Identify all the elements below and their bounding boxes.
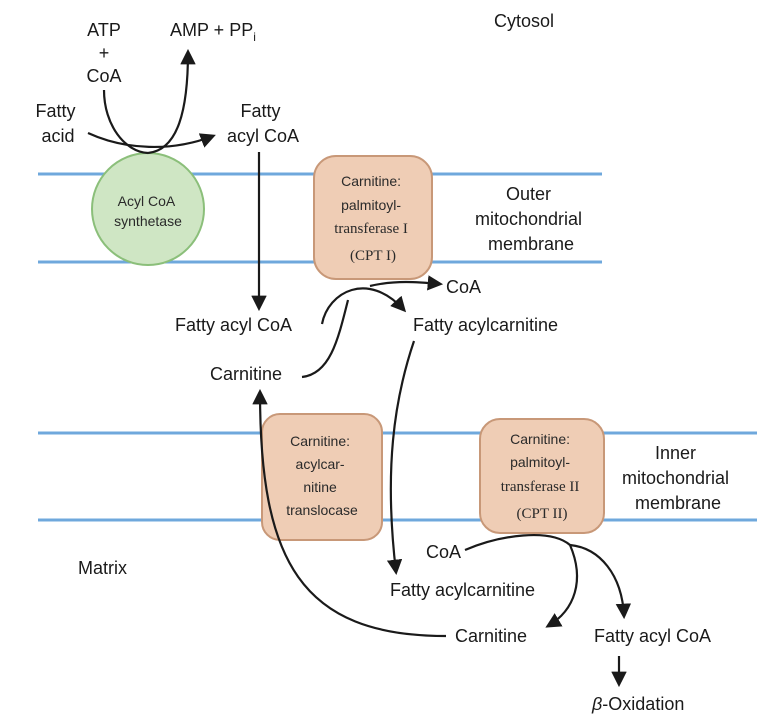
carnitine-matrix-label: Carnitine xyxy=(455,626,527,646)
plus-label: + xyxy=(99,43,110,63)
amp-ppi-label: AMP + PPi xyxy=(170,20,256,44)
coa-to-synthetase-curve xyxy=(102,89,149,155)
fatty-acyl-coa-cytosol-label: Fatty acyl CoA xyxy=(227,101,299,146)
coa-matrix-label: CoA xyxy=(426,542,461,562)
inner-membrane-label: Inner mitochondrial membrane xyxy=(622,443,734,513)
inner-membrane xyxy=(38,431,757,522)
cpt2-box xyxy=(479,418,605,534)
cpt1-label: Carnitine: palmitoyl- transferase I (CPT… xyxy=(334,173,412,264)
amp-ppi-release-arrow xyxy=(147,48,196,155)
acylcarnitine-into-matrix-arrow xyxy=(386,340,416,576)
acyl-coa-synthetase-circle xyxy=(91,152,205,266)
acyl-coa-synthetase-label: Acyl CoA synthetase xyxy=(114,193,182,229)
atp-label: ATP xyxy=(87,20,121,40)
cpt1-reaction-arrow xyxy=(320,287,407,325)
cpt2-label: Carnitine: palmitoyl- transferase II (CP… xyxy=(501,431,584,522)
cytosol-label: Cytosol xyxy=(494,11,554,31)
acyl-coa-synthetase: Acyl CoA synthetase xyxy=(91,152,205,266)
cpt2-to-fatty-acyl-coa-arrow xyxy=(569,543,632,620)
carnitine-ims-curve xyxy=(301,299,350,379)
fatty-acyl-coa-ims-label: Fatty acyl CoA xyxy=(175,315,292,335)
cpt1-enzyme: Carnitine: palmitoyl- transferase I (CPT… xyxy=(313,155,433,280)
coa-released-outer-label: CoA xyxy=(446,277,481,297)
matrix-label: Matrix xyxy=(78,558,127,578)
coa-top-label: CoA xyxy=(86,66,121,86)
cpt2-coa-curve xyxy=(464,534,571,552)
translocase-enzyme: Carnitine: acylcar- nitine translocase xyxy=(261,413,383,541)
reaction-arrows xyxy=(87,48,632,688)
carnitine-out-of-matrix-arrow xyxy=(252,388,447,638)
cpt1-box xyxy=(313,155,433,280)
translocase-box xyxy=(261,413,383,541)
outer-membrane-label: Outer mitochondrial membrane xyxy=(475,184,587,254)
cpt2-to-carnitine-arrow xyxy=(545,544,578,628)
carnitine-ims-label: Carnitine xyxy=(210,364,282,384)
fatty-acid-label: Fatty acid xyxy=(35,101,80,146)
fatty-acyl-coa-matrix-label: Fatty acyl CoA xyxy=(594,626,711,646)
fatty-acylcarnitine-ims-label: Fatty acylcarnitine xyxy=(413,315,558,335)
fatty-acid-to-acyl-coa-arrow xyxy=(87,132,216,148)
translocase-label: Carnitine: acylcar- nitine translocase xyxy=(286,433,358,518)
cpt2-enzyme: Carnitine: palmitoyl- transferase II (CP… xyxy=(479,418,605,534)
fatty-acylcarnitine-matrix-label: Fatty acylcarnitine xyxy=(390,580,535,600)
beta-oxidation-label: β-Oxidation xyxy=(591,694,684,714)
coa-release-outer-arrow xyxy=(369,275,444,291)
